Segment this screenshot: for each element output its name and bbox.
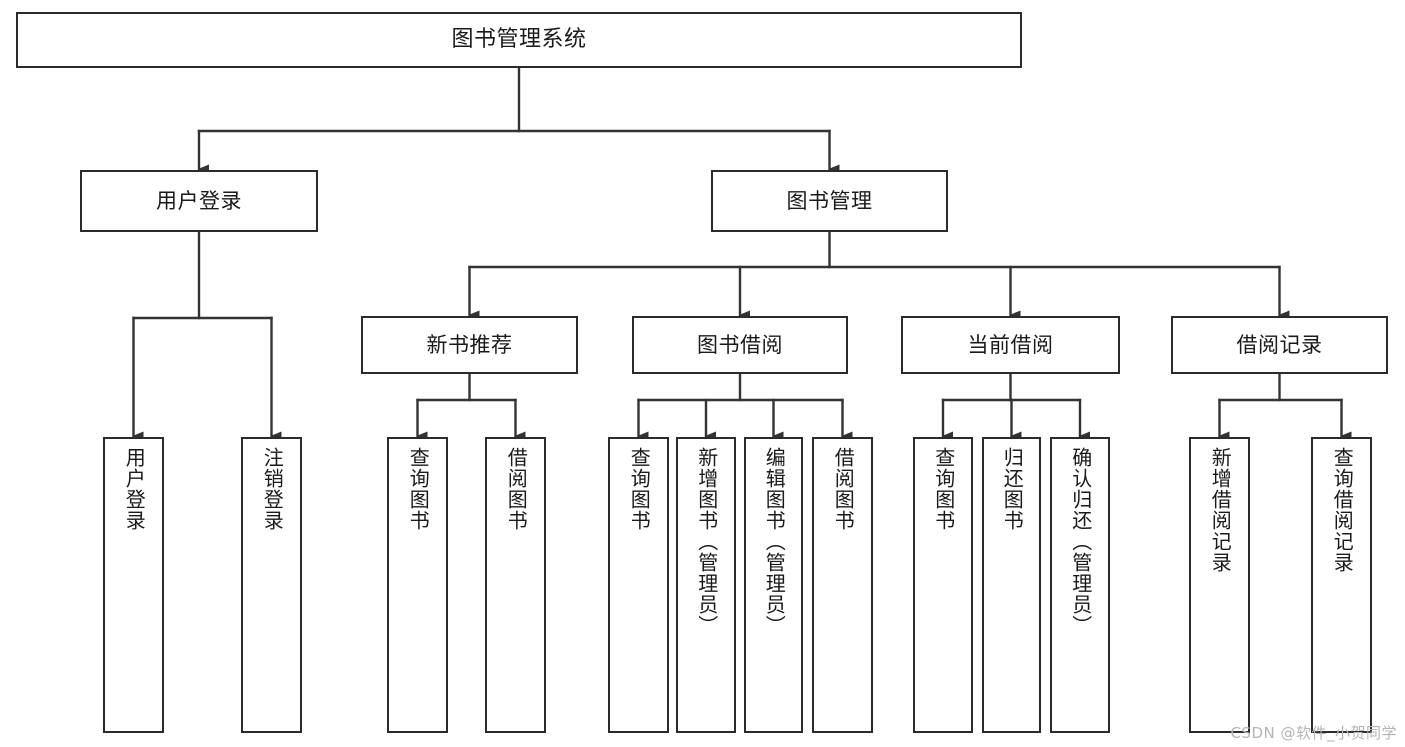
node-leaf-logout[interactable]: 注销登录: [241, 437, 302, 733]
connector-lines: [132, 66, 1352, 441]
node-leaf-nb-query[interactable]: 查询图书: [387, 437, 448, 733]
node-leaf-bo-add[interactable]: 新增图书（管理员）: [676, 437, 736, 733]
node-leaf-cu-conf[interactable]: 确认归还（管理员）: [1050, 437, 1110, 733]
node-leaf-bo-edit[interactable]: 编辑图书（管理员）: [744, 437, 803, 733]
node-newbook[interactable]: 新书推荐: [361, 316, 578, 374]
node-label: 图书管理系统: [451, 27, 587, 53]
node-label: 编辑图书（管理员）: [762, 447, 787, 636]
node-label: 新书推荐: [426, 332, 513, 357]
node-current[interactable]: 当前借阅: [901, 316, 1120, 374]
node-leaf-nb-borrow[interactable]: 借阅图书: [485, 437, 546, 733]
node-label: 归还图书: [1000, 447, 1025, 531]
node-label: 用户登录: [156, 188, 242, 213]
node-label: 图书管理: [786, 188, 873, 213]
node-label: 借阅记录: [1236, 332, 1323, 357]
node-login[interactable]: 用户登录: [80, 170, 318, 232]
node-label: 当前借阅: [967, 332, 1054, 357]
node-leaf-login[interactable]: 用户登录: [103, 437, 164, 733]
node-bookmgmt[interactable]: 图书管理: [711, 170, 948, 232]
node-leaf-bo-query[interactable]: 查询图书: [608, 437, 669, 733]
node-leaf-re-query[interactable]: 查询借阅记录: [1311, 437, 1372, 733]
node-leaf-cu-query[interactable]: 查询图书: [913, 437, 973, 733]
node-leaf-cu-ret[interactable]: 归还图书: [982, 437, 1041, 733]
node-label: 图书借阅: [697, 332, 783, 357]
node-records[interactable]: 借阅记录: [1171, 316, 1388, 374]
node-leaf-bo-lend[interactable]: 借阅图书: [812, 437, 873, 733]
watermark-label: CSDN @软件_小贺同学: [1230, 724, 1397, 742]
node-borrow[interactable]: 图书借阅: [632, 316, 848, 374]
node-label: 借阅图书: [831, 447, 856, 531]
node-leaf-re-add[interactable]: 新增借阅记录: [1189, 437, 1250, 733]
node-label: 新增图书（管理员）: [694, 447, 719, 636]
node-label: 查询图书: [931, 447, 956, 531]
node-root[interactable]: 图书管理系统: [16, 12, 1022, 68]
node-label: 注销登录: [260, 447, 285, 531]
node-label: 查询图书: [627, 447, 652, 531]
node-label: 用户登录: [122, 447, 147, 531]
node-label: 查询图书: [406, 447, 431, 531]
node-label: 新增借阅记录: [1208, 447, 1233, 573]
node-label: 确认归还（管理员）: [1068, 447, 1093, 636]
node-label: 借阅图书: [504, 447, 529, 531]
node-label: 查询借阅记录: [1330, 447, 1355, 573]
